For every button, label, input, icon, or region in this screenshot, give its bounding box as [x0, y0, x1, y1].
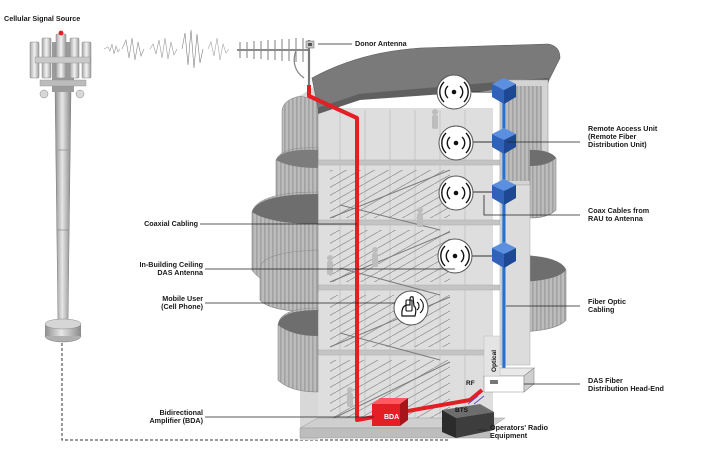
label-coax-rau-2: RAU to Antenna	[588, 214, 643, 223]
label-in-building-antenna-1: In-Building Ceiling	[139, 260, 203, 269]
label-in-building-antenna-2: DAS Antenna	[157, 268, 203, 277]
label-rau-3: Distribution Unit)	[588, 140, 647, 149]
cell-tower-icon	[29, 30, 448, 441]
label-bda-2: Amplifier (BDA)	[149, 416, 203, 425]
bts-box-label: BTS	[455, 407, 469, 414]
bda-box	[372, 398, 408, 426]
yagi-antenna-icon	[237, 38, 315, 85]
building-roof	[311, 43, 561, 109]
bda-box-label: BDA	[384, 414, 399, 421]
label-rau-2: (Remote Fiber	[588, 132, 637, 141]
label-operators-radio-2: Equipment	[490, 431, 528, 440]
label-coax-rau-1: Coax Cables from	[588, 206, 650, 215]
label-cellular-signal-source: Cellular Signal Source	[4, 14, 81, 23]
label-coaxial-cabling: Coaxial Cabling	[144, 219, 198, 228]
label-rau-1: Remote Access Unit	[588, 124, 658, 133]
label-mobile-user-2: (Cell Phone)	[161, 302, 203, 311]
label-das-headend-2: Distribution Head-End	[588, 384, 664, 393]
label-donor-antenna: Donor Antenna	[355, 39, 407, 48]
curved-floor-shells	[251, 95, 319, 393]
radio-wave-signal	[103, 29, 230, 69]
people-silhouettes	[327, 109, 438, 407]
leader-lines	[200, 43, 580, 431]
rau-cube-icon	[492, 78, 516, 268]
label-fiber-optic-2: Cabling	[588, 305, 615, 314]
staircase	[329, 169, 451, 421]
rau-to-antenna-cables	[472, 91, 494, 257]
optical-tag: Optical	[491, 350, 498, 372]
rf-tag: RF	[466, 380, 475, 387]
label-das-headend-1: DAS Fiber	[588, 376, 623, 385]
label-bda-1: Bidirectional	[159, 408, 203, 417]
label-fiber-optic-1: Fiber Optic	[588, 297, 626, 306]
hand-phone-icon	[393, 290, 429, 326]
right-floor-shells	[499, 79, 567, 366]
bts-box	[442, 395, 494, 438]
antenna-signal-icon	[436, 74, 474, 274]
optical-label-panel	[483, 335, 501, 377]
label-mobile-user-1: Mobile User	[162, 294, 203, 303]
label-operators-radio-1: Operators' Radio	[490, 423, 549, 432]
